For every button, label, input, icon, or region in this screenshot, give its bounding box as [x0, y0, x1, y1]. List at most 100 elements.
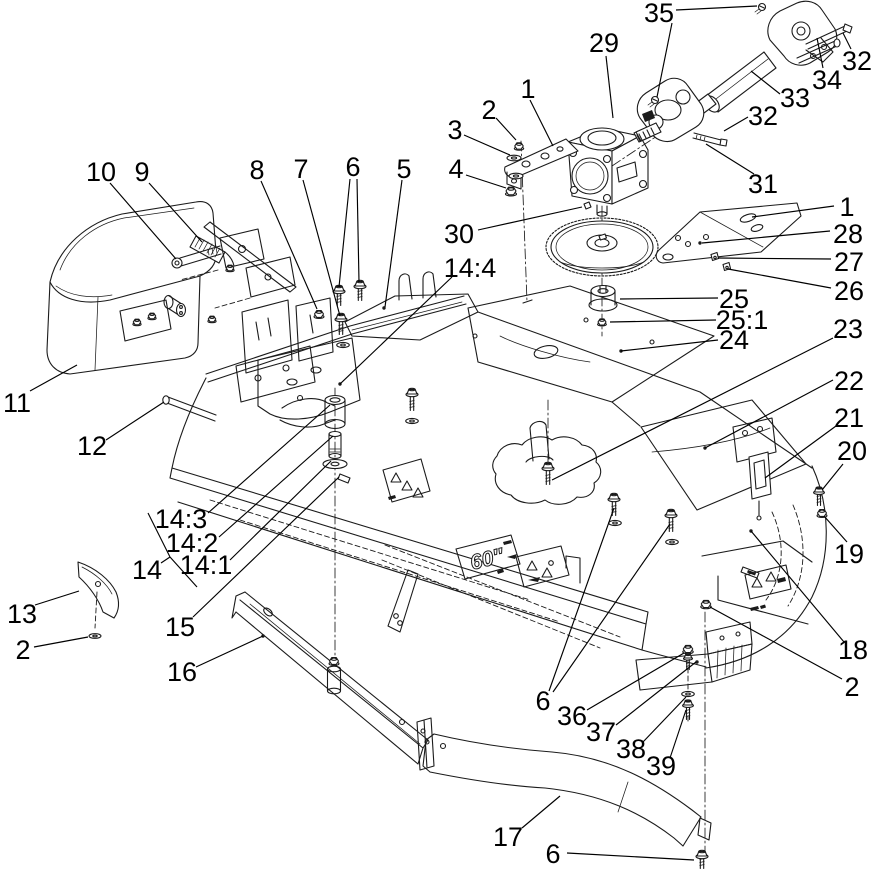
callout-leader [109, 182, 177, 260]
deflector [422, 733, 712, 847]
callout-leader [669, 709, 687, 759]
callout-leader [750, 530, 845, 643]
callout-leader [29, 364, 78, 392]
callout-label: 10 [86, 157, 116, 187]
callout-21-28: 21 [764, 403, 864, 479]
callout-14-2-38: 14:2 [166, 435, 334, 558]
callout-22-27: 22 [704, 366, 864, 449]
cover-rod [179, 245, 222, 267]
callout-2-8: 2 [481, 95, 517, 141]
callout-label: 28 [833, 219, 863, 249]
support-bracket [655, 202, 802, 264]
fastener-washer [608, 519, 622, 527]
callout-leader [723, 116, 749, 132]
callout-label: 2 [844, 672, 859, 702]
callout-leader [551, 337, 834, 481]
callout-label: 4 [448, 154, 463, 184]
callout-leader [302, 179, 341, 317]
callout-leader [195, 635, 264, 668]
bolt-32-front [692, 132, 722, 146]
callout-label: 14:1 [180, 550, 233, 580]
deck-decals: 60″ [382, 458, 792, 611]
callout-label: 8 [249, 155, 264, 185]
callout-leader [521, 795, 561, 829]
callout-leader [160, 556, 171, 564]
front-bumper [231, 591, 435, 771]
callout-14-4-12: 14:4 [339, 253, 497, 385]
callout-label: 5 [396, 154, 411, 184]
callout-4-10: 4 [448, 154, 507, 189]
fastener-nut [132, 318, 142, 327]
callout-label: 20 [837, 436, 867, 466]
fastener-washer [508, 172, 524, 180]
callout-label: 2 [15, 635, 30, 665]
callout-leader [34, 590, 80, 606]
callout-label: 1 [839, 192, 854, 222]
fastener-nut [504, 186, 518, 197]
callout-label: 14:4 [444, 253, 497, 283]
callout-28-20: 28 [701, 219, 863, 249]
fastener-bolt [682, 699, 694, 721]
fastener-nut [328, 657, 340, 667]
callout-leader [338, 178, 351, 288]
callout-leader [477, 206, 583, 231]
callout-leader [552, 523, 671, 693]
callout-label: 23 [833, 314, 863, 344]
carriage-bolt-12 [166, 396, 217, 422]
callout-leader [465, 174, 507, 189]
callout-leader [615, 661, 697, 726]
fastener-bolt [813, 486, 825, 507]
callout-36-44: 36 [557, 652, 685, 731]
fastener-bolt [695, 849, 709, 870]
callout-27-21: 27 [717, 247, 864, 277]
callout-label: 6 [345, 152, 360, 182]
callout-leader [260, 180, 318, 310]
spindle-pocket [492, 420, 602, 505]
callout-33-4: 33 [750, 70, 810, 113]
callout-label: 11 [3, 388, 31, 418]
fastener-washer [88, 633, 102, 639]
callout-label: 36 [557, 701, 587, 731]
callout-leader [821, 463, 844, 491]
fastener-washer [506, 154, 522, 162]
callout-leader [192, 476, 340, 618]
callout-label: 37 [586, 717, 616, 747]
callout-leader [751, 205, 835, 218]
fastener-bolt [334, 312, 348, 336]
callout-23-26: 23 [551, 314, 863, 481]
callout-label: 25:1 [716, 305, 769, 335]
callout-leader [675, 5, 758, 11]
fastener-bolt [353, 279, 367, 302]
callout-leader [207, 404, 331, 514]
fastener-nut [207, 315, 217, 324]
callout-label: 32 [842, 46, 872, 76]
callout-label: 6 [535, 686, 550, 716]
callout-leader [620, 339, 719, 352]
callout-2-32: 2 [709, 606, 860, 702]
callout-3-9: 3 [447, 115, 511, 156]
callout-leader [463, 134, 511, 156]
fastener-screw [754, 2, 767, 15]
callout-label: 34 [812, 65, 842, 95]
callout-18-31: 18 [750, 530, 868, 665]
fastener-bolt [332, 284, 346, 307]
callout-label: 32 [748, 101, 778, 131]
callout-leader [586, 652, 685, 711]
baffle [77, 561, 119, 629]
callout-38-46: 38 [616, 696, 687, 764]
callout-label: 26 [834, 276, 864, 306]
callout-label: 27 [834, 247, 864, 277]
callout-label: 25 [719, 284, 749, 314]
callout-5-18: 5 [384, 154, 412, 308]
callout-34-3: 34 [812, 37, 842, 95]
callout-label: 14 [132, 555, 162, 585]
callout-30-11: 30 [444, 206, 583, 249]
callout-label: 15 [165, 612, 195, 642]
callout-12-34: 12 [77, 401, 165, 461]
callout-leader [764, 425, 837, 479]
callout-31-6: 31 [705, 143, 778, 199]
fastener-setscrew [722, 261, 732, 272]
callout-25-23: 25 [619, 284, 749, 314]
